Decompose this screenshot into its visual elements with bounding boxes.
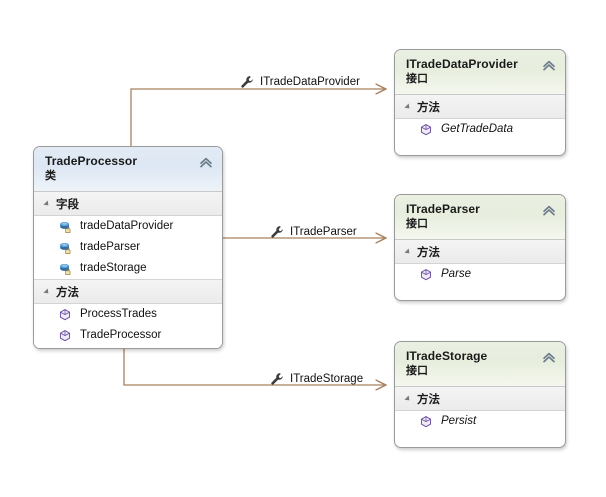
interface-body: 方法 Parse <box>395 240 565 292</box>
member-name: tradeParser <box>80 241 141 253</box>
interface-box-itradeparser[interactable]: ITradeParser 接口 方法 Parse <box>394 194 566 301</box>
interface-member-row[interactable]: GetTradeData <box>395 119 565 140</box>
interface-title: ITradeParser <box>406 202 480 216</box>
interface-stereotype: 接口 <box>406 72 428 85</box>
member-name: TradeProcessor <box>80 329 162 341</box>
interface-title: ITradeDataProvider <box>406 57 518 71</box>
method-icon <box>59 329 71 341</box>
compartment-header-methods[interactable]: 方法 <box>395 95 565 119</box>
interface-header: ITradeStorage 接口 <box>395 342 565 387</box>
member-name: tradeStorage <box>80 262 147 274</box>
chevron-up-double-icon[interactable] <box>199 156 213 169</box>
connector-label-itradeparser[interactable]: ITradeParser <box>270 225 357 239</box>
chevron-up-double-icon[interactable] <box>542 204 556 217</box>
triangle-expanded-icon <box>404 248 412 256</box>
interface-stereotype: 接口 <box>406 217 428 230</box>
interface-body: 方法 GetTradeData <box>395 95 565 147</box>
class-box-tradeprocessor[interactable]: TradeProcessor 类 字段 tradeDataProvider <box>33 146 223 349</box>
interface-member-row[interactable]: Persist <box>395 411 565 432</box>
method-icon <box>59 308 71 320</box>
interface-header: ITradeParser 接口 <box>395 195 565 240</box>
member-name: ProcessTrades <box>80 308 157 320</box>
connector-label-itradedataprovider[interactable]: ITradeDataProvider <box>240 75 360 89</box>
connector-line-itradedataprovider <box>130 89 386 152</box>
chevron-up-double-icon[interactable] <box>542 59 556 72</box>
compartment-header-methods[interactable]: 方法 <box>34 279 222 304</box>
class-body: 字段 tradeDataProvider tradePars <box>34 192 222 348</box>
interface-header: ITradeDataProvider 接口 <box>395 50 565 95</box>
triangle-expanded-icon <box>43 200 51 208</box>
interface-body: 方法 Persist <box>395 387 565 439</box>
chevron-up-double-icon[interactable] <box>542 351 556 364</box>
interface-member-row[interactable]: Parse <box>395 264 565 285</box>
connector-label-text: ITradeParser <box>290 226 357 238</box>
method-icon <box>420 268 432 280</box>
compartment-label: 方法 <box>417 245 440 259</box>
interface-title: ITradeStorage <box>406 349 488 363</box>
field-private-icon <box>60 221 71 233</box>
connector-label-text: ITradeDataProvider <box>260 76 360 88</box>
compartment-label: 方法 <box>56 285 79 299</box>
compartment-label: 方法 <box>417 100 440 114</box>
compartment-header-fields[interactable]: 字段 <box>34 192 222 216</box>
connector-label-itradestorage[interactable]: ITradeStorage <box>270 372 363 386</box>
compartment-label: 字段 <box>56 197 79 211</box>
class-member-row[interactable]: tradeStorage <box>34 258 222 279</box>
class-member-row[interactable]: TradeProcessor <box>34 325 222 346</box>
member-name: Parse <box>441 268 472 280</box>
interface-box-itradedataprovider[interactable]: ITradeDataProvider 接口 方法 GetTradeData <box>394 49 566 156</box>
wrench-icon <box>271 226 283 238</box>
wrench-icon <box>241 76 253 88</box>
method-icon <box>420 415 432 427</box>
class-header: TradeProcessor 类 <box>34 147 222 192</box>
class-stereotype: 类 <box>45 169 56 182</box>
interface-box-itradestorage[interactable]: ITradeStorage 接口 方法 Persist <box>394 341 566 448</box>
interface-stereotype: 接口 <box>406 364 428 377</box>
member-name: GetTradeData <box>441 123 514 135</box>
class-member-row[interactable]: tradeParser <box>34 237 222 258</box>
triangle-expanded-icon <box>404 103 412 111</box>
wrench-icon <box>271 373 283 385</box>
class-member-row[interactable]: ProcessTrades <box>34 304 222 325</box>
triangle-expanded-icon <box>43 288 51 296</box>
class-member-row[interactable]: tradeDataProvider <box>34 216 222 237</box>
member-name: Persist <box>441 415 477 427</box>
class-title: TradeProcessor <box>45 154 138 168</box>
connector-label-text: ITradeStorage <box>290 373 364 385</box>
compartment-header-methods[interactable]: 方法 <box>395 387 565 411</box>
method-icon <box>420 123 432 135</box>
triangle-expanded-icon <box>404 395 412 403</box>
compartment-label: 方法 <box>417 392 440 406</box>
member-name: tradeDataProvider <box>80 220 174 232</box>
field-private-icon <box>60 263 71 275</box>
field-private-icon <box>60 242 71 254</box>
compartment-header-methods[interactable]: 方法 <box>395 240 565 264</box>
